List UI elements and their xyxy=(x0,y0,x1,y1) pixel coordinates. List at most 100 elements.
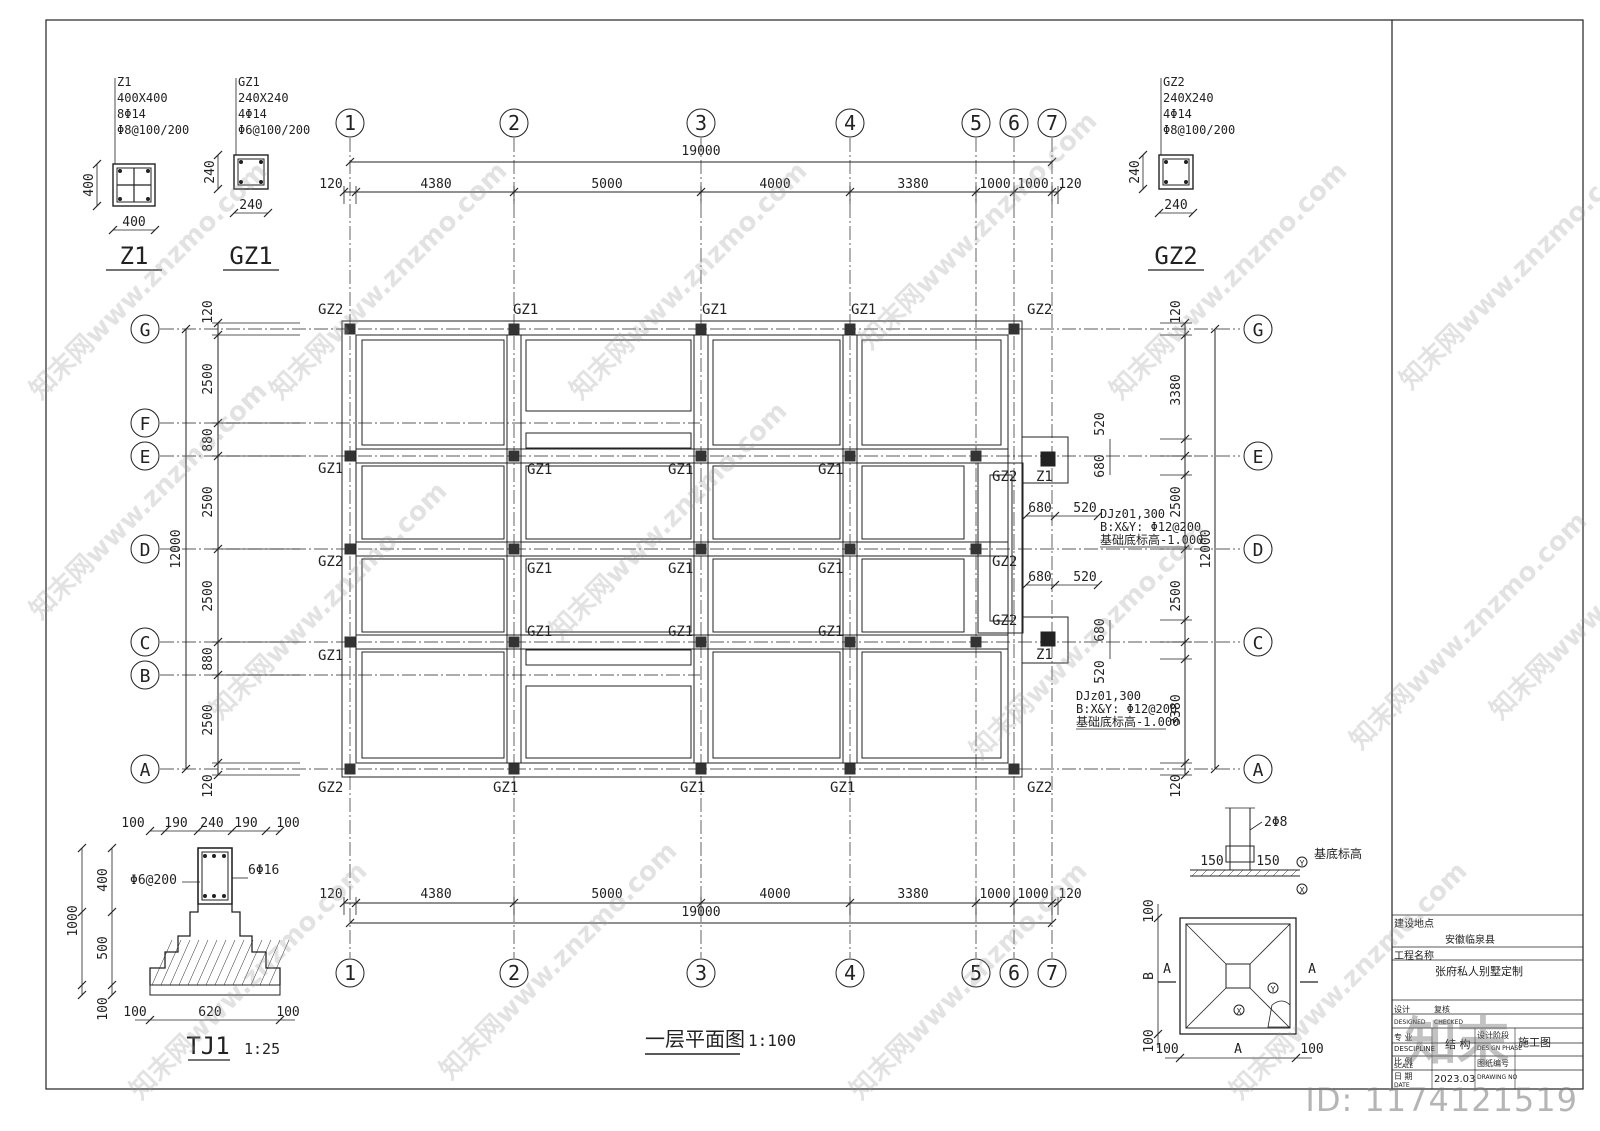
hatch xyxy=(1254,869,1262,877)
columns xyxy=(344,323,1056,775)
beam-panel xyxy=(361,339,505,446)
dim-tick xyxy=(145,1015,155,1025)
rebar-label: 6Φ16 xyxy=(248,863,279,878)
column-tag: GZ1 xyxy=(668,561,693,577)
axis-label-y: E xyxy=(140,447,151,468)
dim-value: 100 xyxy=(276,816,299,831)
rebar-dot xyxy=(222,894,226,898)
dim-tick xyxy=(108,225,118,235)
drawing-no-label: 图纸编号 xyxy=(1477,1058,1509,1068)
axis-label-x: 1 xyxy=(344,111,356,135)
axis-bubble-x xyxy=(999,958,1029,988)
axis-bubble-x xyxy=(999,108,1029,138)
rebar-dot xyxy=(1184,180,1188,184)
tie-beam xyxy=(1225,845,1255,863)
detail-title: GZ1 xyxy=(229,242,272,270)
dim-tick xyxy=(213,544,223,554)
axis-bubble-x xyxy=(499,958,529,988)
dim-value: 100 xyxy=(276,1005,299,1020)
column xyxy=(844,636,856,648)
dim-tick xyxy=(1047,898,1057,908)
dim-value: 3380 xyxy=(897,887,928,902)
column xyxy=(844,543,856,555)
scale-label: 比 例 xyxy=(1394,1056,1413,1066)
plan-scale: 1:100 xyxy=(748,1031,796,1050)
beam-panel xyxy=(861,465,965,540)
dim-value: 100 xyxy=(1142,899,1157,922)
dim-value: 150 xyxy=(1200,854,1223,869)
axis-label-x: 3 xyxy=(695,961,707,985)
column xyxy=(1008,763,1020,775)
axis-label-y: A xyxy=(1253,760,1264,781)
dim-tick xyxy=(1180,451,1190,461)
column-tag: Z1 xyxy=(1036,469,1053,485)
dim-tick xyxy=(229,208,239,218)
phase-value: 施工图 xyxy=(1518,1036,1551,1049)
dim-tick xyxy=(1188,208,1198,218)
dim-tick xyxy=(213,770,223,780)
beam-panel xyxy=(861,339,1002,446)
axis-label-y: A xyxy=(140,760,151,781)
column xyxy=(695,543,707,555)
dim-tick xyxy=(107,980,117,990)
site-label: 建设地点 xyxy=(1394,917,1434,930)
hatch xyxy=(223,939,245,986)
dim-value: 120 xyxy=(319,887,342,902)
column xyxy=(844,323,856,335)
rebar-dot xyxy=(1164,160,1168,164)
dim-tick xyxy=(1210,764,1220,774)
rebar-dot xyxy=(239,180,243,184)
phase-en: DES GN PHASE xyxy=(1477,1045,1522,1052)
dim-value: 1000 xyxy=(1017,887,1048,902)
column-tag: GZ2 xyxy=(992,554,1017,570)
detail-title: GZ2 xyxy=(1154,242,1197,270)
dim-value: 100 xyxy=(121,816,144,831)
dim-tick xyxy=(1093,580,1103,590)
axis-label-x: 4 xyxy=(844,111,856,135)
axis-bubble-y xyxy=(130,627,160,657)
axis-bubble-x xyxy=(335,108,365,138)
dim-tick xyxy=(77,990,87,1000)
dim-tick xyxy=(193,826,203,836)
dim-value: 120 xyxy=(319,177,342,192)
axis-symbol xyxy=(1233,1004,1245,1016)
pad-inner xyxy=(1185,923,1291,1029)
dim-value: 520 xyxy=(1073,570,1096,585)
column-tag: GZ1 xyxy=(527,561,552,577)
axis-bubble-x xyxy=(961,108,991,138)
column-spec: Φ8@100/200 xyxy=(1163,123,1235,137)
axis-label-y: C xyxy=(140,633,151,654)
column-tag: GZ1 xyxy=(702,302,727,318)
column-tag: GZ2 xyxy=(318,554,343,570)
dim-value: 680 xyxy=(1028,501,1051,516)
dim-tick xyxy=(1153,1029,1163,1039)
dim-tick xyxy=(77,980,87,990)
axis-bubble-y xyxy=(130,441,160,471)
footing-note: B:X&Y: Φ12@200 xyxy=(1076,702,1177,716)
date-value: 2023.03 xyxy=(1434,1074,1475,1085)
footing-note: B:X&Y: Φ12@200 xyxy=(1100,520,1201,534)
dim-tick xyxy=(1047,157,1057,167)
column-tag: GZ1 xyxy=(513,302,538,318)
dim-value: A xyxy=(1234,1042,1242,1057)
column xyxy=(970,636,982,648)
column-tag: Z1 xyxy=(1036,647,1053,663)
phase-label: 设计阶段 xyxy=(1477,1030,1509,1040)
rebar-dot xyxy=(259,180,263,184)
column-tag: GZ2 xyxy=(992,469,1017,485)
hatch xyxy=(1191,869,1199,877)
axis-label-y: E xyxy=(1253,447,1264,468)
project-value: 张府私人别墅定制 xyxy=(1435,964,1523,978)
dim-value: 520 xyxy=(1093,660,1108,683)
beam-outer xyxy=(341,320,1023,778)
dim-value: 520 xyxy=(1073,501,1096,516)
leader-line xyxy=(1249,821,1263,831)
dim-tick xyxy=(181,324,191,334)
column-tag: GZ1 xyxy=(318,461,343,477)
axis-label-y: B xyxy=(140,666,151,687)
dim-tick xyxy=(339,898,349,908)
dim-tick xyxy=(509,898,519,908)
axis-bubble-y xyxy=(1243,627,1273,657)
dim-tick xyxy=(845,898,855,908)
column-z1 xyxy=(1040,451,1056,467)
